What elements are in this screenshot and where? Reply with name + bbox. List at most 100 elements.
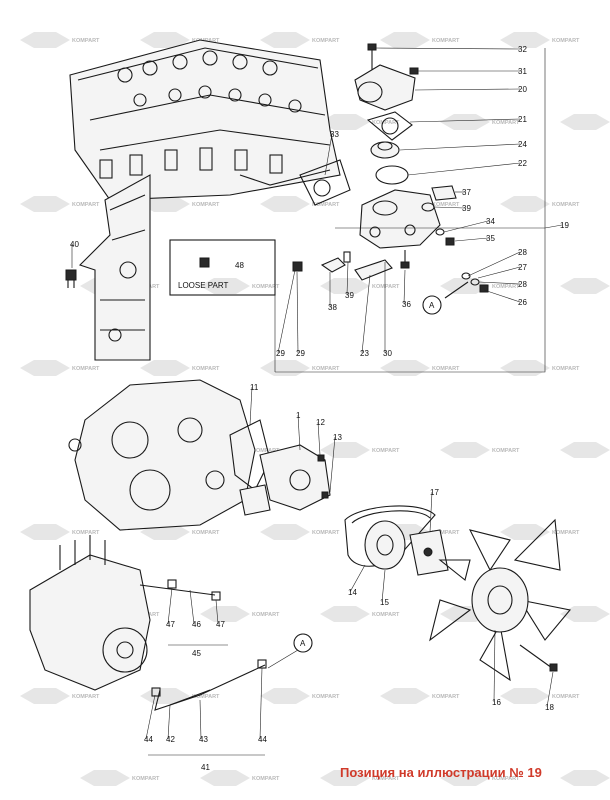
leader-line-22 bbox=[407, 162, 521, 176]
svg-text:KOMPART: KOMPART bbox=[552, 38, 580, 44]
part-label-16: 16 bbox=[492, 698, 501, 707]
watermark-logo: KOMPART bbox=[440, 278, 520, 294]
callout-a-bottom: A bbox=[300, 639, 306, 648]
watermark-logo: KOMPART bbox=[560, 606, 610, 622]
svg-text:KOMPART: KOMPART bbox=[252, 776, 280, 782]
part-label-20: 20 bbox=[518, 85, 527, 94]
svg-text:KOMPART: KOMPART bbox=[192, 530, 220, 536]
part-label-15: 15 bbox=[380, 598, 389, 607]
svg-text:KOMPART: KOMPART bbox=[252, 448, 280, 454]
svg-text:KOMPART: KOMPART bbox=[192, 694, 220, 700]
part-label-46: 46 bbox=[192, 620, 201, 629]
leader-line-43 bbox=[199, 699, 202, 740]
watermark-logo: KOMPART bbox=[20, 32, 100, 48]
part-label-28: 28 bbox=[518, 248, 527, 257]
engine-block-drawing bbox=[78, 174, 151, 361]
watermark-logo: KOMPART bbox=[560, 442, 610, 458]
pulley-15-drawing bbox=[364, 520, 406, 570]
svg-text:KOMPART: KOMPART bbox=[552, 530, 580, 536]
leader-line-39 bbox=[433, 206, 465, 209]
leader-line-1 bbox=[297, 414, 301, 451]
callout-a-top: A bbox=[429, 301, 435, 310]
watermark-logo: KOMPART bbox=[380, 360, 460, 376]
part-label-19: 19 bbox=[560, 221, 569, 230]
svg-text:KOMPART: KOMPART bbox=[72, 530, 100, 536]
watermark-logo: KOMPART bbox=[320, 442, 400, 458]
svg-text:KOMPART: KOMPART bbox=[252, 612, 280, 618]
part-label-13: 13 bbox=[333, 433, 342, 442]
watermark-logo: KOMPART bbox=[80, 770, 160, 786]
spacer-17-drawing bbox=[409, 529, 449, 576]
leader-line-18 bbox=[546, 671, 554, 708]
injection-pump-drawing bbox=[29, 535, 151, 691]
svg-text:KOMPART: KOMPART bbox=[72, 202, 100, 208]
group-19-brackets bbox=[274, 48, 546, 373]
leader-line-12 bbox=[317, 421, 321, 456]
watermark-logo: KOMPART bbox=[440, 114, 520, 130]
watermark-logo: KOMPART bbox=[320, 114, 400, 130]
svg-text:KOMPART: KOMPART bbox=[432, 366, 460, 372]
part-label-17: 17 bbox=[430, 488, 439, 497]
svg-text:KOMPART: KOMPART bbox=[72, 366, 100, 372]
group-brackets-lower bbox=[148, 644, 265, 756]
part-label-44: 44 bbox=[144, 735, 153, 744]
svg-text:KOMPART: KOMPART bbox=[192, 202, 220, 208]
watermark-logo: KOMPART bbox=[320, 770, 400, 786]
svg-text:KOMPART: KOMPART bbox=[492, 120, 520, 126]
part-label-35: 35 bbox=[486, 234, 495, 243]
svg-text:KOMPART: KOMPART bbox=[312, 366, 340, 372]
watermark-logo: KOMPART bbox=[500, 524, 580, 540]
svg-text:KOMPART: KOMPART bbox=[552, 202, 580, 208]
footer-caption: Позиция на иллюстрации № 19 bbox=[340, 765, 542, 780]
leader-line-11 bbox=[249, 386, 253, 426]
leader-line-44 bbox=[145, 694, 156, 740]
bolt-18-drawing bbox=[519, 644, 558, 672]
leader-line-47 bbox=[167, 587, 173, 625]
gasket-11-drawing bbox=[229, 419, 271, 491]
part-label-47-2: 47 bbox=[216, 620, 225, 629]
watermark-logo: KOMPART bbox=[320, 278, 400, 294]
leader-line-34 bbox=[443, 220, 489, 233]
watermark-logo: KOMPART bbox=[380, 32, 460, 48]
plug-40-drawing bbox=[65, 269, 77, 288]
part-label-23: 23 bbox=[360, 349, 369, 358]
watermark-logo: KOMPART bbox=[20, 196, 100, 212]
watermark-logo: KOMPART bbox=[320, 606, 400, 622]
watermark-logo: KOMPART bbox=[260, 32, 340, 48]
part-label-31: 31 bbox=[518, 67, 527, 76]
leader-line-33 bbox=[324, 133, 333, 176]
watermark-logo: KOMPART bbox=[200, 770, 280, 786]
leader-line-24 bbox=[399, 143, 521, 151]
leader-line-17 bbox=[429, 491, 433, 533]
svg-text:KOMPART: KOMPART bbox=[372, 776, 400, 782]
svg-text:KOMPART: KOMPART bbox=[312, 694, 340, 700]
svg-text:KOMPART: KOMPART bbox=[72, 38, 100, 44]
cylinder-head-drawing bbox=[69, 39, 341, 201]
leader-line-27 bbox=[477, 266, 521, 279]
leader-line-46 bbox=[189, 589, 195, 625]
leader-line-39 bbox=[346, 261, 349, 296]
watermark-logo: KOMPART bbox=[260, 688, 340, 704]
watermark-logo: KOMPART bbox=[560, 278, 610, 294]
part-label-40: 40 bbox=[70, 240, 79, 249]
part-label-32: 32 bbox=[518, 45, 527, 54]
leader-line-47 bbox=[215, 599, 219, 625]
leader-lines bbox=[71, 47, 563, 740]
watermark-logo: KOMPART bbox=[260, 360, 340, 376]
leader-line-28 bbox=[467, 251, 521, 277]
pipe-41-drawing bbox=[151, 633, 313, 711]
watermark-logo: KOMPART bbox=[20, 688, 100, 704]
v-belt-drawing bbox=[344, 505, 436, 567]
watermark-logo: KOMPART bbox=[440, 442, 520, 458]
leader-line-28 bbox=[478, 281, 521, 285]
part-label-38: 38 bbox=[328, 303, 337, 312]
leader-line-35 bbox=[454, 237, 489, 242]
watermark-logo: KOMPART bbox=[500, 688, 580, 704]
watermark-logo: KOMPART bbox=[500, 360, 580, 376]
part-label-14: 14 bbox=[348, 588, 357, 597]
part-label-41: 41 bbox=[201, 763, 210, 772]
leader-line-42 bbox=[167, 704, 171, 740]
part-label-47: 47 bbox=[166, 620, 175, 629]
